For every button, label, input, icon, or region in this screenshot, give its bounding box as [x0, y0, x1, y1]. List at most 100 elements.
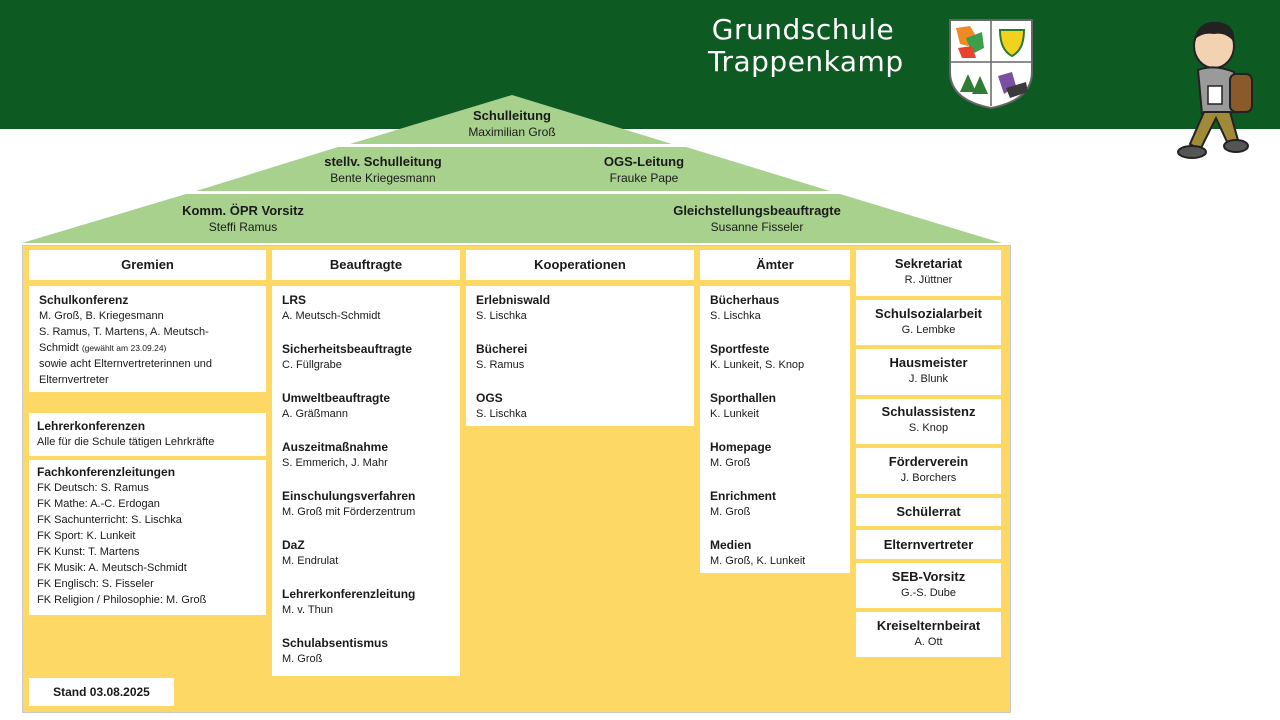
fachkonferenz-line: FK Religion / Philosophie: M. Groß	[37, 594, 207, 606]
item-name: M. Groß	[710, 506, 751, 518]
roof-title: stellv. Schulleitung	[324, 154, 442, 169]
side-title: Schulsozialarbeit	[875, 306, 982, 321]
side-name: A. Ott	[914, 636, 943, 648]
roof-tier-1	[350, 95, 672, 144]
item-title: Enrichment	[710, 489, 777, 503]
roof-ogs-leitung: OGS-Leitung Frauke Pape	[544, 153, 744, 187]
item-title: LRS	[282, 293, 306, 307]
schulkonferenz-name: Schmidt	[39, 342, 79, 354]
kooperationen-header: Kooperationen	[466, 250, 694, 280]
side-name: J. Borchers	[900, 472, 957, 484]
roof-title: Gleichstellungsbeauftragte	[673, 203, 841, 218]
item-name: M. Endrulat	[282, 555, 339, 567]
side-name: G. Lembke	[901, 324, 956, 336]
roof-title: Schulleitung	[473, 108, 551, 123]
side-title: Kreiselternbeirat	[876, 618, 981, 633]
fachkonferenz-line: FK Sport: K. Lunkeit	[37, 530, 136, 542]
beauftragte-item: Lehrerkonferenzleitung M. v. Thun	[282, 586, 450, 618]
schulkonferenz-line: Schmidt (gewählt am 23.09.24)	[39, 340, 256, 356]
item-title: Medien	[710, 538, 752, 552]
item-title: Sicherheitsbeauftragte	[282, 342, 413, 356]
beauftragte-item: LRS A. Meutsch-Schmidt	[282, 292, 450, 324]
item-name: K. Lunkeit, S. Knop	[710, 359, 805, 371]
side-title: Elternvertreter	[883, 537, 974, 552]
lehrerkonferenzen-title: Lehrerkonferenzen	[37, 419, 146, 433]
item-title: Bücherhaus	[710, 293, 780, 307]
side-name: G.-S. Dube	[900, 587, 957, 599]
item-name: M. Groß	[710, 457, 751, 469]
roof-oepr-vorsitz: Komm. ÖPR Vorsitz Steffi Ramus	[143, 202, 343, 236]
header-banner	[0, 0, 1280, 129]
item-title: Auszeitmaßnahme	[282, 440, 389, 454]
beauftragte-item: DaZ M. Endrulat	[282, 537, 450, 569]
roof-tier-3	[22, 194, 1002, 243]
side-title: Hausmeister	[889, 355, 968, 370]
item-name: A. Meutsch-Schmidt	[282, 310, 381, 322]
item-title: Lehrerkonferenzleitung	[282, 587, 416, 601]
amt-item: Bücherhaus S. Lischka	[710, 292, 840, 324]
item-title: Einschulungsverfahren	[282, 489, 416, 503]
lehrerkonferenzen-sub: Alle für die Schule tätigen Lehrkräfte	[37, 436, 215, 448]
item-name: S. Lischka	[476, 310, 527, 322]
item-title: Homepage	[710, 440, 772, 454]
roof-name: Bente Kriegesmann	[330, 171, 436, 185]
roof-name: Susanne Fisseler	[710, 220, 804, 234]
item-name: C. Füllgrabe	[282, 359, 342, 371]
amt-item: Sporthallen K. Lunkeit	[710, 390, 840, 422]
roof-gleichstellung: Gleichstellungsbeauftragte Susanne Fisse…	[647, 202, 867, 236]
item-name: S. Lischka	[476, 408, 527, 420]
item-title: Sporthallen	[710, 391, 777, 405]
item-name: M. Groß, K. Lunkeit	[710, 555, 806, 567]
fachkonferenz-box: Fachkonferenzleitungen FK Deutsch: S. Ra…	[29, 460, 266, 615]
item-name: M. Groß mit Förderzentrum	[282, 506, 416, 518]
item-title: Sportfeste	[710, 342, 770, 356]
roof-name: Steffi Ramus	[208, 220, 278, 234]
aemter-header: Ämter	[700, 250, 850, 280]
gremien-header: Gremien	[29, 250, 266, 280]
beauftragte-header: Beauftragte	[272, 250, 460, 280]
schulkonferenz-line: M. Groß, B. Kriegesmann	[39, 310, 164, 322]
item-name: S. Ramus	[476, 359, 525, 371]
roof-schulleitung: Schulleitung Maximilian Groß	[412, 107, 612, 141]
item-title: Erlebniswald	[476, 293, 551, 307]
aemter-box: Bücherhaus S. Lischka Sportfeste K. Lunkei…	[700, 286, 850, 573]
side-box-kreiselternbeirat: Kreiselternbeirat A. Ott	[856, 612, 1001, 657]
side-name: S. Knop	[908, 422, 949, 434]
side-title: SEB-Vorsitz	[891, 569, 966, 584]
beauftragte-item: Sicherheitsbeauftragte C. Füllgrabe	[282, 341, 450, 373]
item-name: M. v. Thun	[282, 604, 333, 616]
schulkonferenz-line: sowie acht Elternvertreterinnen und	[39, 358, 213, 370]
beauftragte-box: LRS A. Meutsch-Schmidt Sicherheitsbeauftr…	[272, 286, 460, 676]
item-name: K. Lunkeit	[710, 408, 759, 420]
lehrerkonferenzen-box: Lehrerkonferenzen Alle für die Schule tä…	[29, 413, 266, 456]
school-name: Grundschule Trappenkamp	[708, 13, 904, 78]
item-title: Schulabsentismus	[282, 636, 389, 650]
school-crest-icon	[949, 19, 1033, 110]
item-name: S. Lischka	[710, 310, 761, 322]
roof-stellv-schulleitung: stellv. Schulleitung Bente Kriegesmann	[283, 153, 483, 187]
schulkonferenz-line: Elternvertreter	[39, 374, 109, 386]
amt-item: Homepage M. Groß	[710, 439, 840, 471]
schulkonferenz-box: Schulkonferenz M. Groß, B. Kriegesmann S…	[29, 286, 266, 392]
side-box-elternvertreter: Elternvertreter	[856, 530, 1001, 559]
kooperation-item: Erlebniswald S. Lischka	[476, 292, 684, 324]
amt-item: Medien M. Groß, K. Lunkeit	[710, 537, 840, 569]
side-box-schuelerrat: Schülerrat	[856, 498, 1001, 526]
schulkonferenz-title: Schulkonferenz	[39, 293, 129, 307]
election-date-note: (gewählt am 23.09.24)	[81, 343, 167, 353]
stand-date: Stand 03.08.2025	[29, 678, 174, 706]
item-title: DaZ	[282, 538, 305, 552]
fachkonferenz-line: FK Kunst: T. Martens	[37, 546, 140, 558]
beauftragte-item: Einschulungsverfahren M. Groß mit Förderz…	[282, 488, 450, 520]
roof-name: Frauke Pape	[609, 171, 679, 185]
item-name: M. Groß	[282, 653, 323, 665]
fachkonferenz-title: Fachkonferenzleitungen	[37, 465, 176, 479]
fachkonferenz-line: FK Mathe: A.-C. Erdogan	[37, 498, 160, 510]
